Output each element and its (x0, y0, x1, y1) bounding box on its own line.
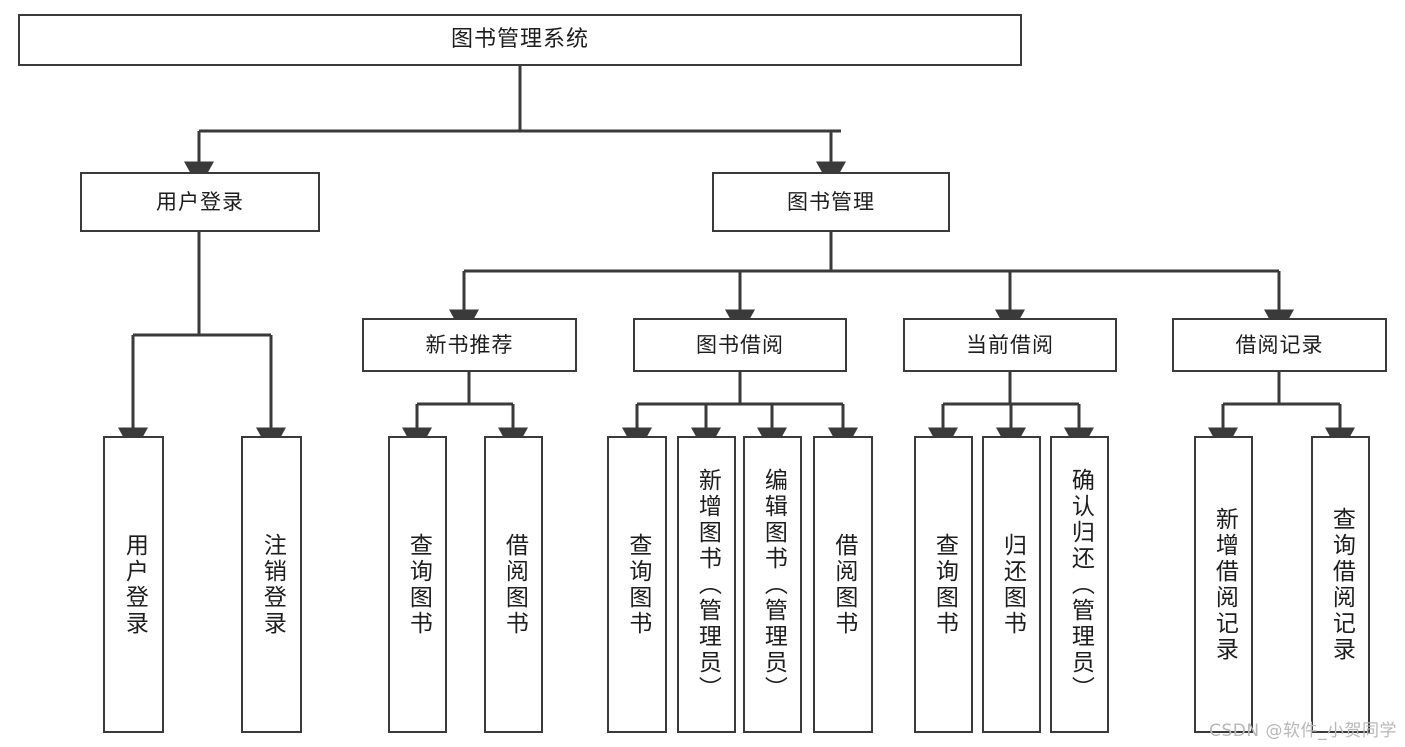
node-leaf-add-book[interactable]: 新增图书（管理员） (677, 436, 736, 733)
node-book-manage-label: 图书管理 (787, 189, 875, 214)
node-leaf-confirm-return[interactable]: 确认归还（管理员） (1050, 436, 1109, 733)
node-leaf-user-login[interactable]: 用户登录 (103, 436, 164, 733)
node-leaf-return-book[interactable]: 归还图书 (982, 436, 1041, 733)
node-leaf-edit-book[interactable]: 编辑图书（管理员） (743, 436, 802, 733)
node-leaf-add-record-label: 新增借阅记录 (1211, 506, 1238, 663)
node-leaf-return-book-label: 归还图书 (999, 532, 1026, 637)
node-book-borrow-label: 图书借阅 (696, 332, 784, 357)
node-leaf-borrow-book-1-label: 借阅图书 (501, 532, 528, 637)
node-leaf-add-record[interactable]: 新增借阅记录 (1194, 436, 1253, 733)
node-leaf-logout-label: 注销登录 (259, 532, 286, 637)
node-leaf-logout[interactable]: 注销登录 (241, 436, 302, 733)
node-leaf-query-book-1[interactable]: 查询图书 (388, 436, 447, 733)
node-leaf-borrow-book-2[interactable]: 借阅图书 (813, 436, 873, 733)
node-borrow-record[interactable]: 借阅记录 (1172, 318, 1387, 372)
node-leaf-user-login-label: 用户登录 (121, 532, 148, 637)
node-leaf-edit-book-label: 编辑图书（管理员） (760, 467, 787, 702)
node-user-login-label: 用户登录 (156, 189, 244, 214)
node-leaf-borrow-book-2-label: 借阅图书 (830, 532, 857, 637)
node-leaf-query-book-2[interactable]: 查询图书 (607, 436, 667, 733)
node-leaf-add-book-label: 新增图书（管理员） (694, 467, 721, 702)
node-borrow-record-label: 借阅记录 (1235, 332, 1324, 357)
node-current-borrow[interactable]: 当前借阅 (903, 318, 1117, 372)
node-book-manage[interactable]: 图书管理 (712, 172, 950, 232)
node-leaf-query-book-3-label: 查询图书 (931, 532, 958, 637)
node-leaf-confirm-return-label: 确认归还（管理员） (1067, 467, 1094, 702)
node-leaf-query-book-2-label: 查询图书 (624, 532, 651, 637)
node-leaf-borrow-book-1[interactable]: 借阅图书 (484, 436, 543, 733)
node-leaf-query-record[interactable]: 查询借阅记录 (1311, 436, 1370, 733)
node-root-label: 图书管理系统 (450, 27, 589, 53)
node-current-borrow-label: 当前借阅 (966, 332, 1054, 357)
node-root[interactable]: 图书管理系统 (18, 14, 1022, 66)
watermark: CSDN @软件_小贺同学 (1209, 721, 1397, 741)
node-user-login[interactable]: 用户登录 (80, 172, 320, 232)
node-new-book-rec-label: 新书推荐 (425, 332, 514, 357)
node-book-borrow[interactable]: 图书借阅 (633, 318, 847, 372)
node-leaf-query-book-3[interactable]: 查询图书 (914, 436, 973, 733)
node-leaf-query-record-label: 查询借阅记录 (1328, 506, 1355, 663)
node-leaf-query-book-1-label: 查询图书 (405, 532, 432, 637)
node-new-book-rec[interactable]: 新书推荐 (362, 318, 577, 372)
